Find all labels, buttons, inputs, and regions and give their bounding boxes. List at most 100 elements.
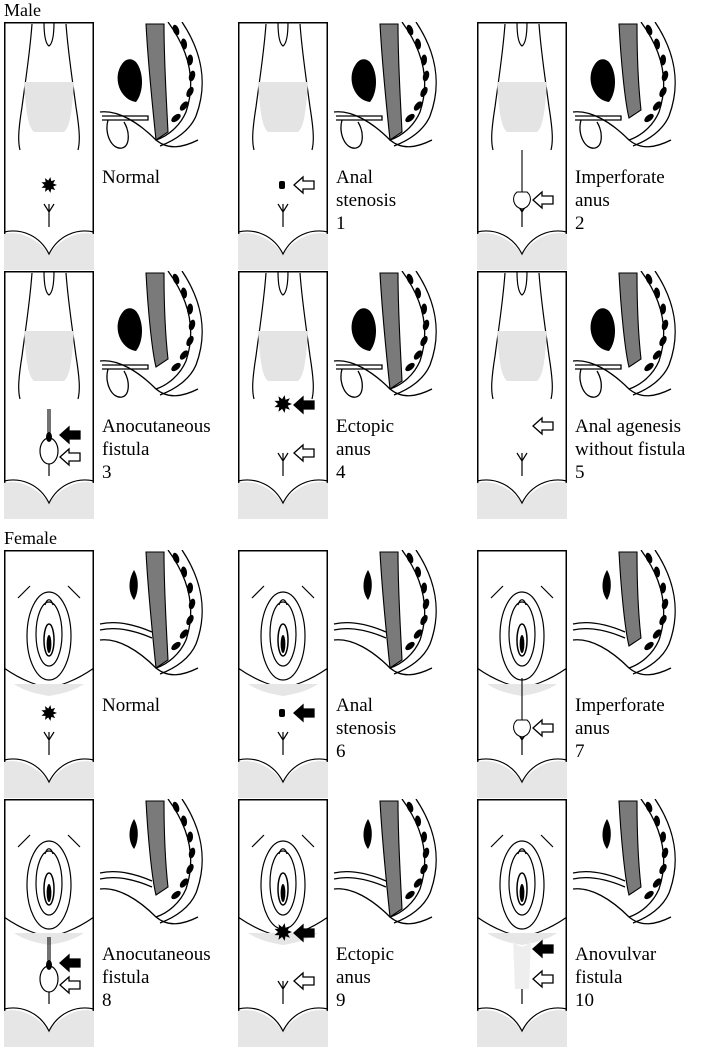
caption-number: 2 (575, 212, 665, 235)
anovulvar-shading (513, 939, 531, 989)
vertebra (171, 801, 180, 813)
vertebra (419, 335, 429, 348)
rectum (380, 24, 402, 140)
panel-caption: Ectopicanus4 (336, 415, 394, 484)
sagittal-view (571, 22, 683, 154)
uterus (364, 570, 372, 600)
sacrum-outline-outer (160, 799, 202, 923)
sacrum-outline-outer (633, 799, 675, 923)
vagina (100, 872, 152, 887)
scrotum (341, 369, 362, 397)
sacrum-outline-outer (633, 550, 675, 674)
vertebra (419, 863, 429, 876)
panel-caption: Ectopicanus9 (336, 943, 394, 1012)
vertebra (421, 303, 428, 314)
urethra (102, 116, 148, 120)
vertebra (644, 273, 653, 285)
external-view (4, 550, 94, 798)
panel-caption: Normal (102, 166, 160, 235)
rectum (619, 801, 641, 895)
vertebra (644, 24, 653, 36)
caption-line1: Anal agenesis (575, 415, 685, 438)
external-view (4, 799, 94, 1047)
vertebra (414, 287, 421, 299)
caption-line2: stenosis (336, 189, 396, 212)
vertebra (188, 598, 197, 610)
caption-line1: Normal (102, 166, 160, 189)
vertebra (414, 815, 421, 827)
caption-number: 5 (575, 461, 685, 484)
panel-male-4: Anocutaneousfistula3 (4, 271, 236, 519)
vertebra (187, 303, 194, 314)
vertebra (421, 582, 428, 593)
caption-number: 6 (336, 740, 396, 763)
panel-female-6: Anovulvarfistula10 (477, 799, 704, 1047)
vertebra (187, 831, 194, 842)
panel-caption: Analstenosis1 (336, 166, 396, 235)
vertebra (422, 847, 431, 859)
sagittal-view (332, 550, 444, 682)
torso-shading (258, 331, 308, 381)
fistula-opening (46, 432, 52, 442)
sagittal-view (98, 799, 210, 931)
caption-number: 1 (336, 212, 396, 235)
caption-line2: fistula (575, 966, 656, 989)
external-view (477, 799, 567, 1047)
torso-shading (497, 331, 547, 381)
panel-frame (239, 272, 328, 519)
external-view (238, 550, 328, 798)
sagittal-view (98, 550, 210, 682)
uterus (603, 819, 611, 849)
caption-number (102, 212, 160, 235)
sagittal-view (332, 271, 444, 403)
panel-frame (5, 23, 94, 270)
sacrum-outline-outer (160, 271, 202, 395)
bladder (118, 59, 142, 102)
caption-line2: anus (336, 438, 394, 461)
panel-female-2: Analstenosis6 (238, 550, 470, 798)
vertebra (405, 801, 414, 813)
urethra (336, 365, 382, 369)
caption-line1: Anal (336, 694, 396, 717)
sagittal-view (98, 271, 210, 403)
rectum (146, 24, 168, 140)
bladder (352, 59, 376, 102)
panel-caption: Normal (102, 694, 160, 763)
rectum (380, 552, 402, 668)
caption-line1: Ectopic (336, 943, 394, 966)
uterus (130, 570, 138, 600)
scrotum (580, 369, 601, 397)
vertebra (180, 815, 187, 827)
torso-shading (24, 331, 74, 381)
caption-line2: anus (575, 189, 665, 212)
caption-line2: fistula (102, 966, 211, 989)
vagina (334, 872, 386, 887)
vertebra (180, 287, 187, 299)
external-view (4, 271, 94, 519)
panel-male-3: Imperforateanus2 (477, 22, 704, 270)
caption-line1: Anal (336, 166, 396, 189)
vertebra (185, 335, 195, 348)
vertebra (661, 319, 670, 331)
panel-male-6: Anal agenesiswithout fistula5 (477, 271, 704, 519)
vertebra (419, 86, 429, 99)
scrotum (580, 120, 601, 148)
scrotum (107, 120, 128, 148)
vertebra (187, 54, 194, 65)
caption-number: 10 (575, 989, 656, 1012)
caption-line2 (102, 717, 160, 740)
vertebra (422, 598, 431, 610)
rectum (619, 273, 641, 367)
section-label-male: Male (4, 0, 41, 20)
introitus (47, 635, 52, 653)
panel-frame (478, 272, 567, 519)
urethra (336, 116, 382, 120)
external-view (238, 271, 328, 519)
vertebra (421, 54, 428, 65)
sagittal-view (571, 550, 683, 682)
vertebra (405, 552, 414, 564)
sagittal-view (332, 22, 444, 154)
vertebra (188, 847, 197, 859)
vertebra (661, 598, 670, 610)
vertebra (187, 582, 194, 593)
